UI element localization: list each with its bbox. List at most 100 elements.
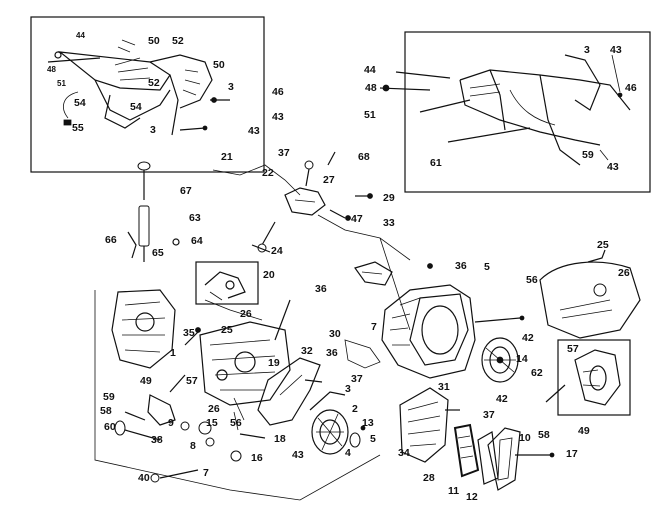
part-20-box <box>195 261 259 305</box>
callout-label: 37 <box>483 409 495 421</box>
callout-label: 7 <box>371 321 377 333</box>
part-32-drawing <box>257 357 323 426</box>
throttle-assembly-drawing <box>47 39 230 136</box>
callout-label: 12 <box>466 491 478 503</box>
callout-label: 60 <box>104 421 116 433</box>
assembly-outline-3 <box>379 237 411 331</box>
callout-label: 14 <box>516 353 528 365</box>
callout-label: 50 <box>148 35 160 47</box>
assembly-outline-2 <box>204 299 263 321</box>
callout-label: 37 <box>278 147 290 159</box>
callout-label: 26 <box>240 308 252 320</box>
callout-label: 65 <box>152 247 164 259</box>
callout-label: 29 <box>383 192 395 204</box>
callout-label: 42 <box>496 393 508 405</box>
callout-label: 44 <box>364 64 376 76</box>
callout-label: 26 <box>208 403 220 415</box>
callout-label: 55 <box>72 122 84 134</box>
callout-label: 58 <box>100 405 112 417</box>
callout-label: 24 <box>271 245 283 257</box>
callout-label: 43 <box>272 111 284 123</box>
callout-label: 1 <box>170 347 176 359</box>
callout-label: 43 <box>248 125 260 137</box>
callout-label: 63 <box>189 212 201 224</box>
linkage-leader <box>212 164 301 196</box>
callout-label: 64 <box>191 235 203 247</box>
callout-label: 26 <box>618 267 630 279</box>
callout-label: 11 <box>448 485 459 497</box>
tank-fragment-drawing <box>539 249 641 339</box>
callout-label: 7 <box>203 467 209 479</box>
callout-label: 42 <box>522 332 534 344</box>
callout-label: 21 <box>221 151 233 163</box>
rod-assembly-drawing <box>127 161 180 262</box>
callout-label: 62 <box>531 367 543 379</box>
callout-label: 68 <box>358 151 370 163</box>
callout-label: 51 <box>364 109 376 121</box>
muffler-assembly-drawing <box>399 387 555 491</box>
callout-label: 56 <box>526 274 538 286</box>
callout-label: 36 <box>455 260 467 272</box>
callout-label: 57 <box>186 375 198 387</box>
callout-label: 49 <box>578 425 590 437</box>
callout-label: 61 <box>430 157 442 169</box>
callout-label: 67 <box>180 185 192 197</box>
callout-label: 37 <box>351 373 363 385</box>
callout-label: 31 <box>438 381 450 393</box>
callout-label: 15 <box>206 417 218 429</box>
callout-label: 38 <box>151 434 163 446</box>
callout-label: 8 <box>190 440 196 452</box>
callout-label: 27 <box>323 174 335 186</box>
callout-label: 43 <box>610 44 622 56</box>
bracket-33-drawing <box>354 261 433 286</box>
callout-label: 18 <box>274 433 286 445</box>
assembly-outline <box>94 290 381 501</box>
callout-label: 9 <box>168 417 174 429</box>
callout-label: 54 <box>74 97 86 109</box>
callout-label: 17 <box>566 448 578 460</box>
callout-label: 43 <box>607 161 619 173</box>
callout-label: 3 <box>584 44 590 56</box>
callout-label: 10 <box>519 432 531 444</box>
callout-label: 40 <box>138 472 150 484</box>
callout-label: 52 <box>172 35 184 47</box>
callout-label: 59 <box>582 149 594 161</box>
callout-label: 46 <box>272 86 284 98</box>
callout-label: 49 <box>140 375 152 387</box>
callout-label: 13 <box>362 417 374 429</box>
callout-label: 54 <box>130 101 142 113</box>
callout-label: 43 <box>292 449 304 461</box>
callout-label: 16 <box>251 452 263 464</box>
callout-label: 19 <box>268 357 280 369</box>
callout-label: 50 <box>213 59 225 71</box>
carburetor-drawing <box>111 289 291 483</box>
callout-label: 28 <box>423 472 435 484</box>
callout-label: 36 <box>315 283 327 295</box>
inset-box-left <box>30 16 265 173</box>
callout-label: 5 <box>370 433 376 445</box>
callout-label: 35 <box>183 327 195 339</box>
callout-label: 48 <box>47 65 56 74</box>
engine-housing-drawing <box>344 284 525 379</box>
recoil-starter-drawing <box>481 337 519 383</box>
callout-label: 30 <box>329 328 341 340</box>
callout-label: 25 <box>597 239 609 251</box>
inset-box-right <box>404 31 651 193</box>
callout-label: 59 <box>103 391 115 403</box>
callout-label: 52 <box>148 77 160 89</box>
callout-label: 3 <box>228 81 234 93</box>
callout-label: 47 <box>351 213 363 225</box>
part-20-drawing <box>204 271 246 301</box>
callout-label: 46 <box>625 82 637 94</box>
callout-label: 51 <box>57 79 66 88</box>
callout-labels: 44 50 52 50 48 51 52 3 54 54 46 55 3 43 … <box>47 31 637 503</box>
inset-box-choke-detail <box>557 339 631 416</box>
choke-detail-drawing <box>545 349 621 406</box>
callout-label: 20 <box>263 269 275 281</box>
callout-label: 3 <box>150 124 156 136</box>
handle-detail-drawing <box>379 54 631 166</box>
callout-label: 5 <box>484 261 490 273</box>
callout-label: 22 <box>262 167 274 179</box>
callout-label: 32 <box>301 345 313 357</box>
